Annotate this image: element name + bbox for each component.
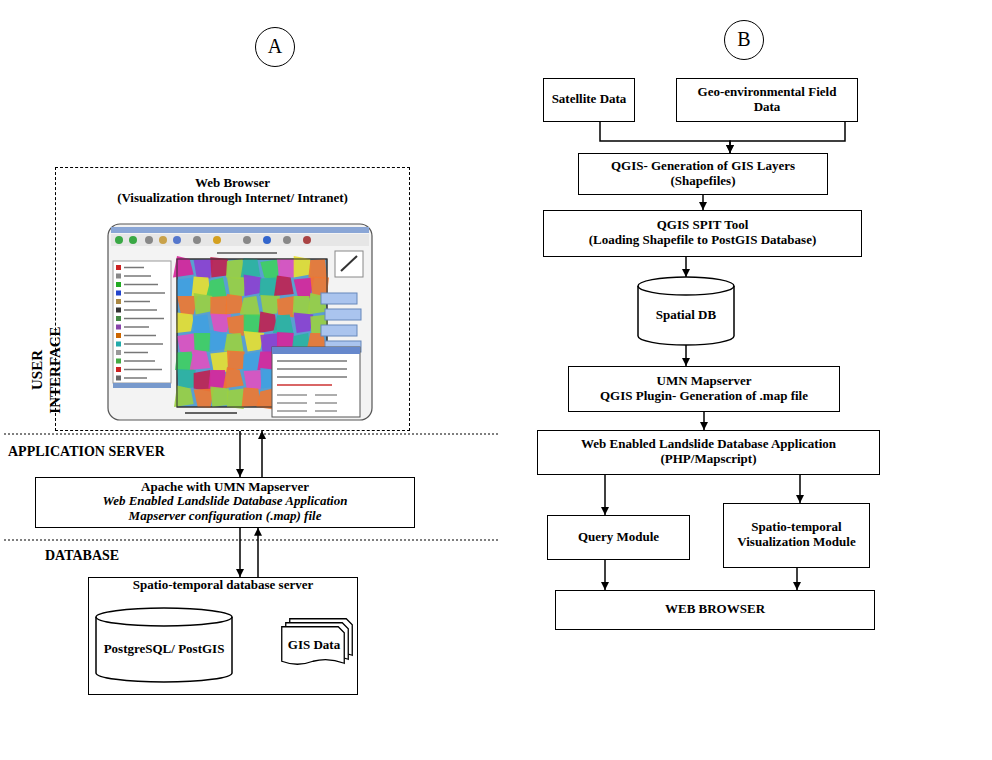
process-box: QGIS- Generation of GIS Layers(Shapefile… xyxy=(578,153,828,195)
flow-arrow xyxy=(702,195,704,210)
module-box: Query Module xyxy=(547,515,690,560)
flow-arrow xyxy=(604,560,606,590)
text-holder: GIS Data xyxy=(281,628,353,655)
tier-divider xyxy=(4,433,500,434)
input-box: Geo-environmental Field Data xyxy=(676,78,858,122)
node-text: (Shapefiles) xyxy=(671,174,736,189)
database-server-box: PostgreSQL/ PostGIS GIS Data Spatio-tempor… xyxy=(88,577,358,695)
node-title: GIS Data xyxy=(288,638,340,653)
tier-divider xyxy=(4,539,500,540)
module-box: Spatio-temporal Visualization Module xyxy=(723,503,870,568)
node-title: Query Module xyxy=(578,530,659,545)
process-box: UMN MapserverQGIS Plugin- Generation of … xyxy=(568,366,840,412)
flow-arrow xyxy=(239,528,241,577)
browser-screenshot xyxy=(107,223,375,423)
text-holder: QGIS- Generation of GIS Layers(Shapefile… xyxy=(579,159,827,189)
node-title: Web Browser xyxy=(195,176,270,191)
node-title: Satellite Data xyxy=(552,92,627,107)
text-holder: Web Browser(Visualization through Intern… xyxy=(56,176,409,206)
text-holder: B xyxy=(725,28,763,51)
flow-arrow xyxy=(239,431,241,477)
flow-arrow xyxy=(799,475,801,503)
text-holder: A xyxy=(256,35,294,58)
text-holder: QGIS SPIT Tool(Loading Shapefile to Post… xyxy=(544,218,861,248)
process-box: QGIS SPIT Tool(Loading Shapefile to Post… xyxy=(543,210,862,257)
tier-label: USER INTERFACE xyxy=(28,324,64,416)
section-circle: B xyxy=(724,20,764,60)
tier-label: DATABASE xyxy=(45,548,119,565)
flow-arrow xyxy=(261,431,263,477)
node-text: Mapserver configuration (.map) file xyxy=(129,509,322,524)
flow-arrow xyxy=(703,412,705,430)
node-text: (PHP/Mapscript) xyxy=(660,452,756,467)
node-text: QGIS Plugin- Generation of .map file xyxy=(600,389,808,404)
tier-label: APPLICATION SERVER xyxy=(8,444,165,461)
node-text: (Loading Shapefile to PostGIS Database) xyxy=(589,233,817,248)
flow-arrow xyxy=(730,122,845,153)
flow-arrow xyxy=(600,122,730,153)
data-files: GIS Data xyxy=(281,618,353,664)
section-circle: A xyxy=(255,27,295,67)
node-title: A xyxy=(268,35,282,58)
node-title: B xyxy=(737,28,750,51)
ui-panel: Web Browser(Visualization through Intern… xyxy=(55,167,410,431)
node-title: UMN Mapserver xyxy=(657,374,752,389)
flow-arrow xyxy=(604,475,606,515)
text-holder: Spatial DB xyxy=(637,292,735,331)
text-holder: Spatio-temporal database server xyxy=(89,578,357,593)
node-title: Spatio-temporal Visualization Module xyxy=(730,520,863,550)
flow-arrow xyxy=(685,257,687,277)
text-holder: WEB BROWSER xyxy=(556,602,874,617)
text-holder: Query Module xyxy=(548,530,689,545)
input-box: Satellite Data xyxy=(543,78,635,122)
text-holder: UMN MapserverQGIS Plugin- Generation of … xyxy=(569,374,839,404)
node-title: QGIS SPIT Tool xyxy=(657,218,749,233)
text-holder: Spatio-temporal Visualization Module xyxy=(724,520,869,550)
text-holder: Apache with UMN MapserverWeb Enabled Lan… xyxy=(36,480,414,525)
database-cylinder: PostgreSQL/ PostGIS xyxy=(95,608,233,682)
node-title: QGIS- Generation of GIS Layers xyxy=(611,159,795,174)
process-box: Web Enabled Landslide Database Applicati… xyxy=(537,430,880,475)
text-holder: PostgreSQL/ PostGIS xyxy=(95,626,233,665)
node-text: Web Enabled Landslide Database Applicati… xyxy=(103,494,348,509)
node-title: Geo-environmental Field Data xyxy=(683,85,851,115)
database-cylinder: Spatial DB xyxy=(637,277,735,345)
flow-arrow xyxy=(796,568,798,590)
server-box: Apache with UMN MapserverWeb Enabled Lan… xyxy=(35,477,415,528)
text-holder: Web Enabled Landslide Database Applicati… xyxy=(538,437,879,467)
node-title: Spatio-temporal database server xyxy=(133,578,314,593)
node-title: PostgreSQL/ PostGIS xyxy=(104,642,225,657)
node-title: Apache with UMN Mapserver xyxy=(141,480,309,495)
output-box: WEB BROWSER xyxy=(555,590,875,630)
flow-arrow xyxy=(257,528,259,577)
text-holder: Geo-environmental Field Data xyxy=(677,85,857,115)
node-title: Spatial DB xyxy=(656,308,716,323)
node-title: WEB BROWSER xyxy=(665,602,765,617)
node-text: (Visualization through Internet/ Intrane… xyxy=(117,191,348,206)
node-title: Web Enabled Landslide Database Applicati… xyxy=(581,437,836,452)
text-holder: Satellite Data xyxy=(544,92,634,107)
flow-arrow xyxy=(685,345,687,366)
